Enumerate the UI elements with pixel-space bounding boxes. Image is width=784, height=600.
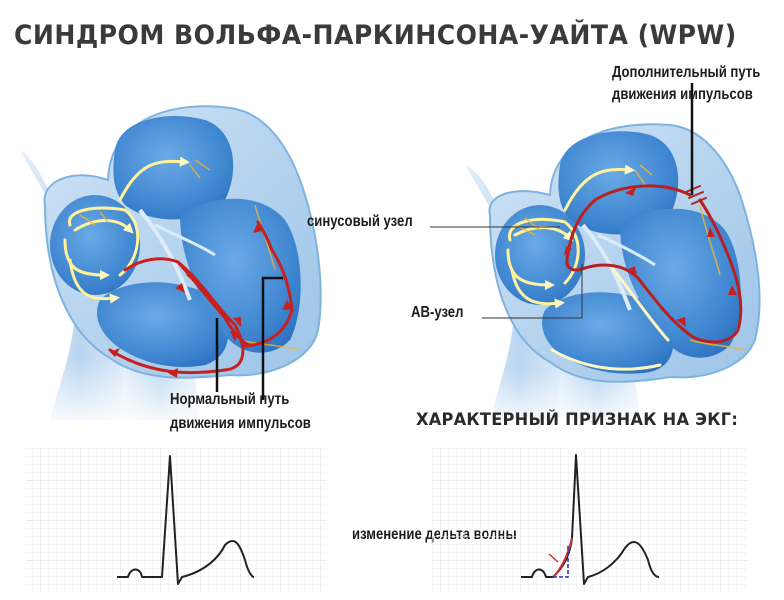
av-node-label: АВ-узел: [411, 304, 464, 321]
delta-wave-label: изменение дельта волны: [352, 526, 517, 543]
accessory-path-label-line2: движения импульсов: [612, 86, 753, 103]
page-title: СИНДРОМ ВОЛЬФА-ПАРКИНСОНА-УАЙТА (WPW): [14, 20, 737, 51]
sinus-node-label: синусовый узел: [307, 213, 413, 230]
normal-path-label-line1: Нормальный путь: [170, 391, 290, 408]
accessory-path-label-line1: Дополнительный путь: [612, 64, 761, 81]
wpw-heart-diagram: [430, 83, 761, 430]
normal-heart-diagram: [10, 105, 322, 430]
normal-path-label-line2: движения импульсов: [170, 415, 311, 432]
ecg-feature-heading: ХАРАКТЕРНЫЙ ПРИЗНАК НА ЭКГ:: [416, 410, 739, 430]
